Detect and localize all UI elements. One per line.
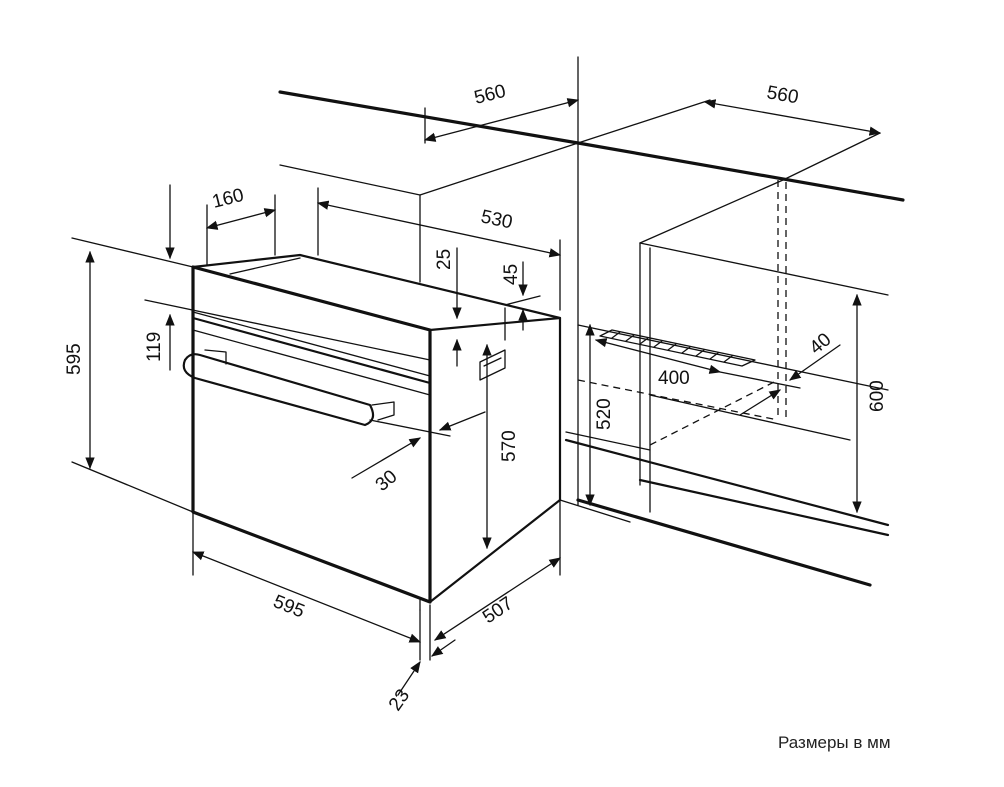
dim-panel-offset: 160 [210,185,246,213]
dimension-lines [71,98,882,696]
oven-body [182,253,562,611]
dim-vent-depth: 40 [806,329,836,359]
dim-side-gap: 45 [501,264,522,285]
dim-vent-width: 400 [658,368,690,389]
dim-cabinet-width-front: 560 [472,81,508,109]
dim-front-thickness: 23 [385,686,414,715]
dim-body-depth: 507 [479,593,517,628]
dim-handle-depth: 30 [372,466,402,496]
cabinet-outline [278,56,905,587]
dim-top-gap: 25 [434,249,455,270]
dim-oven-depth-top: 530 [479,206,514,233]
dim-cabinet-width-side: 560 [765,82,800,108]
dim-front-width: 595 [270,591,307,622]
dim-total-height-left: 595 [64,343,85,375]
dim-cutout-height: 520 [594,398,615,430]
units-caption: Размеры в мм [778,733,891,752]
dim-panel-height: 119 [144,332,165,362]
dim-inner-height: 570 [499,430,520,462]
dim-niche-height: 600 [867,380,888,412]
